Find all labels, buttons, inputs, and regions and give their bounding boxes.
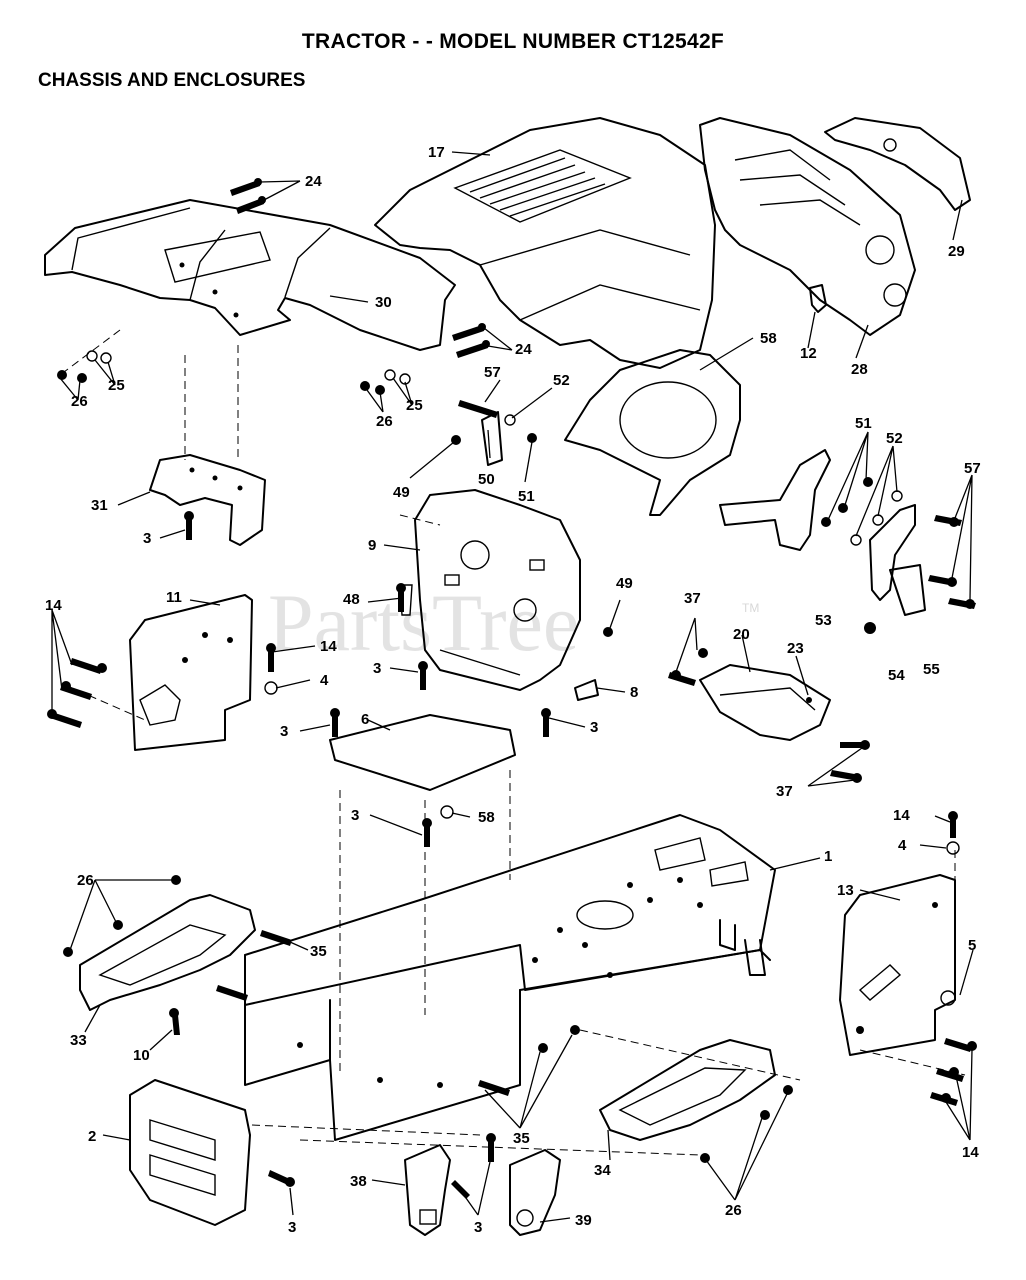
plate-20 [699, 664, 831, 741]
callout-14b: 14 [320, 638, 337, 655]
callout-4b: 4 [898, 837, 907, 854]
watermark-text: PartsTree [268, 577, 579, 668]
page-title: TRACTOR - - MODEL NUMBER CT12542F [301, 30, 725, 53]
rear-fender-30 [44, 199, 456, 351]
nose-trim-29 [824, 117, 971, 211]
callout-23: 23 [787, 640, 804, 657]
callout-24a: 24 [305, 173, 322, 190]
callout-26a: 26 [71, 393, 88, 410]
callout-12: 12 [800, 345, 817, 362]
callout-3f: 3 [288, 1219, 296, 1236]
callout-24b: 24 [515, 341, 532, 358]
callout-29: 29 [948, 243, 965, 260]
callout-28: 28 [851, 361, 868, 378]
callout-50: 50 [478, 471, 495, 488]
callout-1: 1 [824, 848, 832, 865]
callout-3b: 3 [373, 660, 381, 677]
callout-11: 11 [166, 589, 182, 606]
callout-34: 34 [594, 1162, 611, 1179]
callout-57b: 57 [964, 460, 981, 477]
callout-38: 38 [350, 1173, 367, 1190]
leader-lines [51, 151, 974, 1223]
side-panel-13 [839, 874, 956, 1056]
callout-54: 54 [888, 667, 905, 684]
bracket-53 [719, 449, 831, 551]
callout-3a: 3 [143, 530, 151, 547]
callout-10: 10 [133, 1047, 150, 1064]
bracket-12 [809, 284, 827, 313]
callout-55: 55 [923, 661, 940, 678]
heat-shield-58 [564, 349, 741, 516]
section-title: CHASSIS AND ENCLOSURES [38, 70, 306, 91]
callout-25a: 25 [108, 377, 125, 394]
callout-14c: 14 [893, 807, 910, 824]
bracket-31 [149, 454, 266, 546]
callout-35b: 35 [513, 1130, 530, 1147]
plate-2 [129, 1079, 251, 1226]
callout-3d: 3 [590, 719, 598, 736]
callout-17: 17 [428, 144, 445, 161]
callout-20: 20 [733, 626, 750, 643]
callout-51b: 51 [855, 415, 872, 432]
callout-35a: 35 [310, 943, 327, 960]
callout-58a: 58 [760, 330, 777, 347]
footrest-33 [79, 894, 256, 1011]
callout-49b: 49 [616, 575, 633, 592]
callout-51a: 51 [518, 488, 535, 505]
callout-14d: 14 [962, 1144, 979, 1161]
callout-2: 2 [88, 1128, 96, 1145]
callout-14a: 14 [45, 597, 62, 614]
callout-26d: 26 [725, 1202, 742, 1219]
footrest-34 [599, 1039, 776, 1141]
callout-37a: 37 [684, 590, 701, 607]
bracket-38 [404, 1144, 451, 1236]
callout-52b: 52 [886, 430, 903, 447]
dash-panel-9 [414, 489, 581, 691]
callout-3e: 3 [351, 807, 359, 824]
main-frame-1 [244, 814, 776, 1141]
watermark-tm: TM [742, 601, 759, 615]
floor-plate-6 [329, 714, 516, 791]
callout-30: 30 [375, 294, 392, 311]
side-panel-11 [129, 594, 253, 751]
callout-4a: 4 [320, 672, 329, 689]
watermark: PartsTree TM [268, 577, 759, 668]
callout-52a: 52 [553, 372, 570, 389]
callout-39: 39 [575, 1212, 592, 1229]
hood-17 [374, 117, 716, 369]
callout-57a: 57 [484, 364, 501, 381]
callout-9: 9 [368, 537, 376, 554]
callout-26c: 26 [77, 872, 94, 889]
bracket-39 [509, 1149, 561, 1236]
callout-6: 6 [361, 711, 369, 728]
callout-8: 8 [630, 684, 638, 701]
callout-31: 31 [91, 497, 108, 514]
bracket-55 [869, 504, 926, 616]
callout-49a: 49 [393, 484, 410, 501]
callout-33: 33 [70, 1032, 87, 1049]
callout-5: 5 [968, 937, 976, 954]
callout-13: 13 [837, 882, 854, 899]
grille-28 [699, 117, 916, 336]
callout-26b: 26 [376, 413, 393, 430]
callout-53: 53 [815, 612, 832, 629]
callout-58b: 58 [478, 809, 495, 826]
callout-3g: 3 [474, 1219, 482, 1236]
callout-3c: 3 [280, 723, 288, 740]
callout-48: 48 [343, 591, 360, 608]
callout-labels: 24 17 30 29 12 28 58 24 26 25 26 25 57 5… [45, 144, 981, 1236]
callout-25b: 25 [406, 397, 423, 414]
callout-37b: 37 [776, 783, 793, 800]
